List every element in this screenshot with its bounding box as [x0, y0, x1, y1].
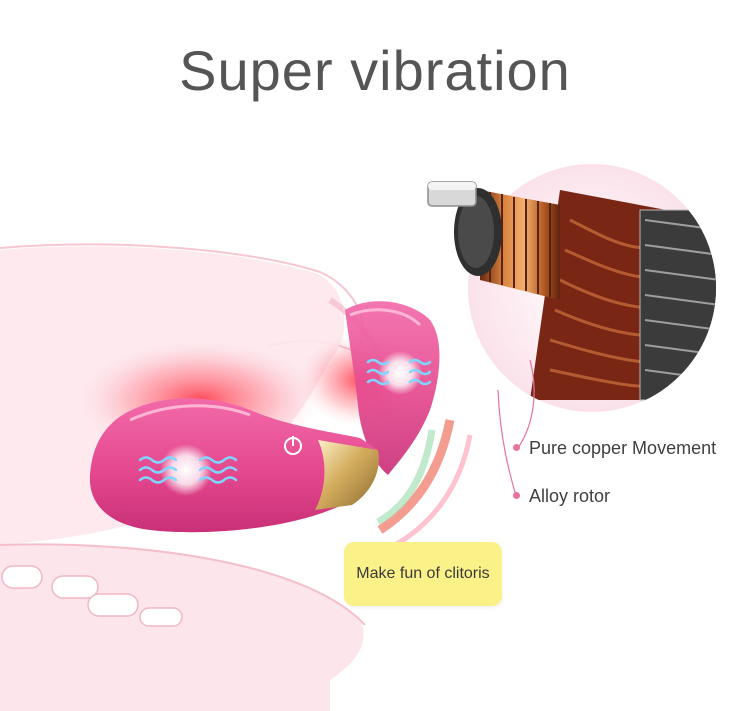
vibration-wave-icon [138, 444, 238, 496]
alloy-rotor-label: Alloy rotor [513, 486, 610, 507]
clitoris-callout: Make fun of clitoris [344, 542, 502, 606]
clitoris-callout-text: Make fun of clitoris [356, 565, 490, 582]
toy-main-body [89, 398, 379, 533]
bullet-dot-icon [513, 443, 520, 451]
page-title: Super vibration [179, 39, 571, 102]
copper-movement-label: Pure copper Movement [513, 438, 716, 459]
vibration-wave-icon [366, 351, 432, 395]
power-icon [284, 436, 302, 455]
bullet-dot-icon [513, 491, 520, 499]
alloy-rotor-text: Alloy rotor [529, 486, 611, 506]
copper-movement-text: Pure copper Movement [529, 438, 717, 458]
